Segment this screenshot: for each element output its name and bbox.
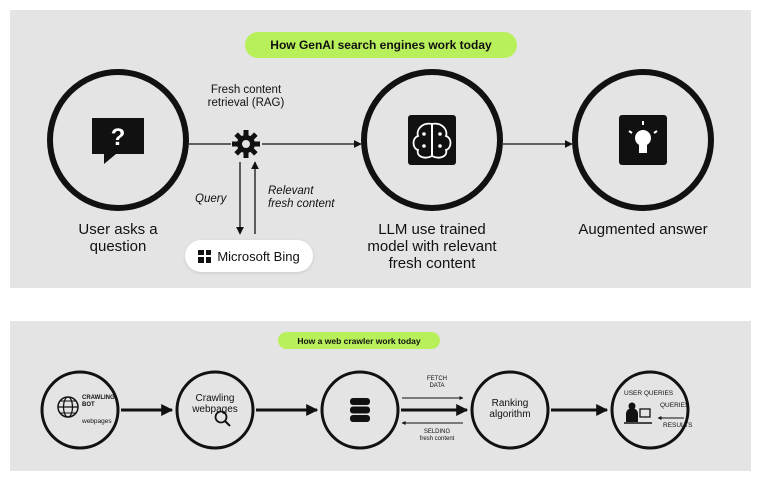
crawling-webpages-line2: webpages: [192, 404, 238, 416]
step-answer-circle: [572, 69, 714, 211]
question-bubble-icon: ?: [92, 118, 144, 164]
crawling-bot-line1: CRAWLING: [82, 395, 115, 401]
ranking-circle: [470, 370, 550, 450]
rag-label-line2: retrieval (RAG): [207, 96, 285, 109]
sending-label: SELDING fresh content: [405, 429, 469, 442]
answer-step-label: Augmented answer: [578, 221, 708, 238]
llm-step-line1: LLM use trained: [378, 221, 486, 238]
relevant-label-line1: Relevant: [268, 185, 314, 197]
fetch-data-line2: DATA: [429, 382, 445, 389]
crawling-bot-line2: BOT: [82, 401, 95, 408]
step-llm-circle: [361, 69, 503, 211]
crawling-bot-label: CRAWLING BOT: [82, 395, 115, 408]
magnifier-icon: [214, 410, 231, 427]
relevant-label: Relevant fresh content: [268, 185, 334, 211]
crawler-title-badge: How a web crawler work today: [278, 332, 440, 349]
user-step-line1: User asks a: [78, 221, 158, 238]
user-desk-icon: [624, 402, 652, 424]
rag-label: Fresh content retrieval (RAG): [196, 84, 296, 110]
step-user-circle: [47, 69, 189, 211]
windows-logo-icon: [198, 249, 212, 263]
webpages-label: webpages: [82, 418, 112, 425]
user-step-label: User asks a question: [48, 221, 188, 256]
ranking-label: Ranking algorithm: [475, 398, 545, 420]
database-circle: [320, 370, 400, 450]
genai-title-badge: How GenAI search engines work today: [245, 32, 517, 58]
fetch-data-label: FETCH DATA: [412, 376, 462, 389]
svg-text:?: ?: [111, 124, 126, 151]
user-step-line2: question: [89, 237, 147, 255]
bing-badge: Microsoft Bing: [185, 240, 313, 272]
ranking-line1: Ranking: [491, 398, 529, 409]
user-queries-circle: [610, 370, 690, 450]
ranking-line2: algorithm: [489, 409, 531, 421]
brain-icon: [408, 115, 456, 165]
globe-icon: [57, 396, 79, 418]
sending-line2: fresh content: [419, 435, 455, 442]
bing-label: Microsoft Bing: [217, 248, 300, 264]
database-icon: [350, 398, 370, 422]
results-label: RESULTS: [663, 422, 693, 429]
crawling-webpages-line1: Crawling: [195, 393, 235, 404]
fetch-data-line1: FETCH: [427, 376, 447, 382]
gear-icon: [232, 130, 260, 158]
llm-step-label: LLM use trained model with relevant fres…: [352, 221, 512, 272]
crawling-webpages-label: Crawling webpages: [180, 393, 250, 415]
relevant-label-line2: fresh content: [268, 197, 335, 210]
queries-label: QUERIES: [660, 402, 690, 409]
llm-step-line3: fresh content: [388, 254, 476, 272]
crawl-webpages-circle: [175, 370, 255, 450]
lightbulb-icon: [619, 115, 667, 165]
crawl-bot-circle: [40, 370, 120, 450]
llm-step-line2: model with relevant: [367, 237, 497, 255]
query-label: Query: [195, 193, 227, 205]
rag-label-line1: Fresh content: [210, 84, 282, 96]
user-queries-label: USER QUERIES: [624, 390, 674, 397]
sending-line1: SELDING: [423, 429, 451, 435]
